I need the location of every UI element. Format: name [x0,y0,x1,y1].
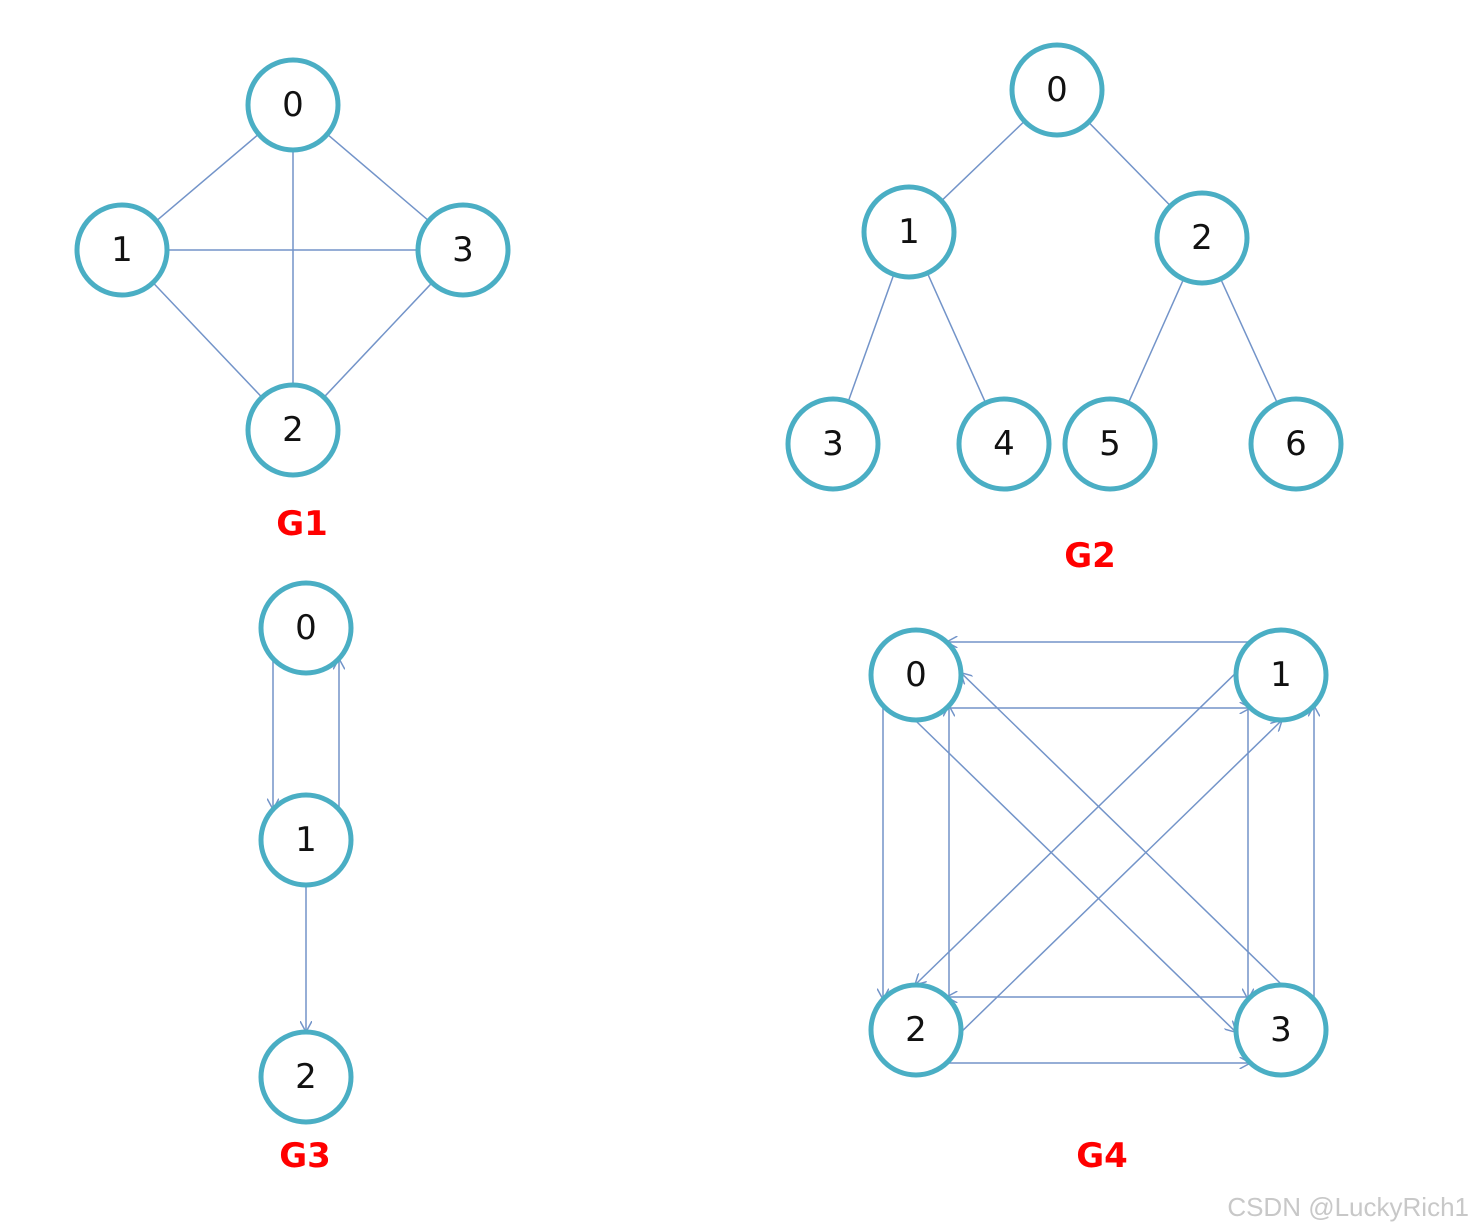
graph-g1-nodes: 0 1 2 3 [74,57,511,478]
g3-node-0 [258,580,354,676]
g2-edge-0-to-2 [1087,121,1172,207]
g2-node-0-label: 0 [1046,70,1068,110]
g4-edge-1-to-2 [915,672,1237,985]
graph-g1-title: G1 [276,504,328,544]
graph-g4-edges [883,642,1314,1063]
g3-node-1-label: 1 [295,820,317,860]
g2-node-3 [785,396,881,492]
g3-node-1 [258,792,354,888]
g4-node-0 [868,627,964,723]
graph-g3-nodes: 0 1 2 [258,580,354,1125]
g2-node-2 [1154,190,1250,286]
g4-edge-3-to-0 [961,673,1283,986]
g4-edge-2-to-1 [960,720,1282,1033]
graph-g1: 0 1 2 3 G1 [74,57,511,544]
g4-node-2-label: 2 [905,1010,927,1050]
g2-node-6 [1248,396,1344,492]
graph-g3: 0 1 2 G3 [258,580,354,1176]
graph-g4: 0 1 2 3 G4 [868,627,1329,1176]
graph-g2: 0 1 2 3 4 5 6 G2 [785,42,1344,576]
g2-edge-2-to-5 [1127,278,1185,404]
g2-node-2-label: 2 [1191,218,1213,258]
g1-node-2-label: 2 [282,410,304,450]
g2-edge-1-to-4 [926,272,987,404]
g1-node-1 [74,202,170,298]
graph-g2-edges [847,120,1278,404]
graph-g4-nodes: 0 1 2 3 [868,627,1329,1078]
g2-node-3-label: 3 [822,424,844,464]
graph-g3-title: G3 [279,1136,331,1176]
graph-g2-title: G2 [1064,536,1116,576]
g2-node-1 [861,184,957,280]
watermark: CSDN @LuckyRich1 [1227,1192,1469,1222]
g2-node-0 [1009,42,1105,138]
graph-g1-edges [152,133,433,398]
g2-node-6-label: 6 [1285,424,1307,464]
graph-g3-edges [273,659,339,1032]
g4-node-0-label: 0 [905,655,927,695]
g2-node-4-label: 4 [993,424,1015,464]
g2-edge-2-to-6 [1220,278,1278,404]
g4-edge-0-to-3 [914,719,1236,1032]
g1-node-3-label: 3 [452,230,474,270]
g1-edge-0-to-1 [155,133,260,222]
g1-edge-1-to-2 [152,282,263,398]
g4-node-2 [868,982,964,1078]
g3-node-2-label: 2 [295,1057,317,1097]
g2-edge-0-to-1 [940,120,1026,202]
g1-node-1-label: 1 [111,230,133,270]
g4-node-1 [1233,627,1329,723]
g2-node-5-label: 5 [1099,424,1121,464]
g2-edge-1-to-3 [847,274,895,402]
g2-node-4 [956,396,1052,492]
g1-node-0-label: 0 [282,85,304,125]
g1-node-3 [415,202,511,298]
g4-node-3-label: 3 [1270,1010,1292,1050]
g4-node-3 [1233,982,1329,1078]
g2-node-5 [1062,396,1158,492]
g3-node-2 [258,1029,354,1125]
g2-node-1-label: 1 [898,212,920,252]
g1-node-0 [245,57,341,153]
graph-g4-title: G4 [1076,1136,1128,1176]
g1-edge-3-to-2 [323,282,433,398]
g4-node-1-label: 1 [1270,655,1292,695]
graph-g2-nodes: 0 1 2 3 4 5 6 [785,42,1344,492]
g3-node-0-label: 0 [295,608,317,648]
g1-edge-0-to-3 [326,133,430,222]
g1-node-2 [245,382,341,478]
